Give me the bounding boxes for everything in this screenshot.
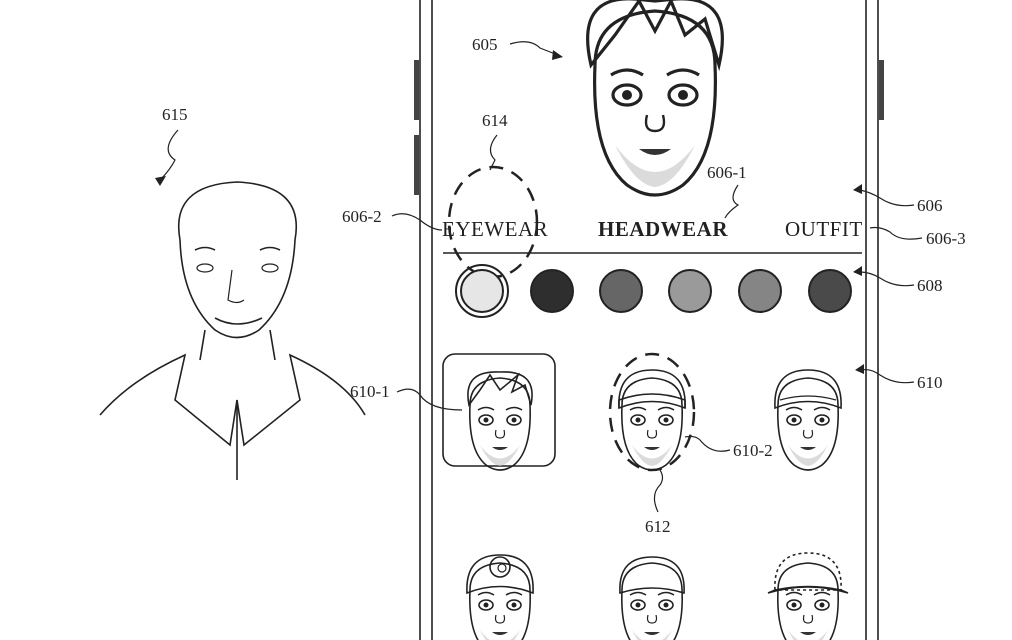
person-drawing <box>99 181 366 480</box>
label-606-1: 606-1 <box>707 163 747 182</box>
leader-line <box>859 271 915 287</box>
headwear-option-skullcap[interactable] <box>619 556 685 640</box>
label-610: 610 <box>917 373 943 392</box>
label-612: 612 <box>645 517 671 536</box>
tab-eyewear[interactable]: EYEWEAR <box>442 217 548 241</box>
leader-line <box>509 41 559 56</box>
label-606: 606 <box>917 196 943 215</box>
label-605: 605 <box>472 35 498 54</box>
leader-line <box>159 129 179 181</box>
color-swatch[interactable] <box>738 269 782 313</box>
leader-line <box>859 189 915 207</box>
leader-line <box>489 134 498 171</box>
leader-line <box>396 388 463 411</box>
arrow-icon <box>855 364 864 374</box>
color-swatch[interactable] <box>530 269 574 313</box>
label-608: 608 <box>917 276 943 295</box>
leader-line <box>684 435 731 452</box>
headwear-option-swirl[interactable] <box>466 554 534 640</box>
label-610-1: 610-1 <box>350 382 390 401</box>
label-615: 615 <box>162 105 188 124</box>
color-swatch[interactable] <box>599 269 643 313</box>
color-swatch[interactable] <box>668 269 712 313</box>
tab-outfit[interactable]: OUTFIT <box>785 217 863 241</box>
leader-line <box>653 469 664 513</box>
leader-line <box>724 184 740 219</box>
arrow-icon <box>552 50 563 60</box>
color-swatch[interactable] <box>808 269 852 313</box>
selected-option-box <box>442 353 556 467</box>
device-frame <box>414 0 884 640</box>
label-606-2: 606-2 <box>342 207 382 226</box>
avatar-preview[interactable] <box>586 0 724 197</box>
color-swatch-row <box>455 264 852 318</box>
label-610-2: 610-2 <box>733 441 773 460</box>
focus-indicator <box>608 352 696 472</box>
headwear-option-beanie[interactable] <box>618 369 686 471</box>
label-606-3: 606-3 <box>926 229 966 248</box>
leader-line <box>391 213 443 231</box>
headwear-option-cap[interactable] <box>774 369 842 471</box>
color-swatch[interactable] <box>460 269 504 313</box>
headwear-option-baseball-cap[interactable] <box>767 552 849 640</box>
tab-headwear[interactable]: HEADWEAR <box>598 217 728 241</box>
leader-line <box>869 226 923 240</box>
label-614: 614 <box>482 111 508 130</box>
selected-swatch-ring <box>455 264 509 318</box>
arrow-icon <box>853 266 862 276</box>
arrow-icon <box>155 176 166 186</box>
leader-line <box>861 368 915 384</box>
headwear-option-none[interactable] <box>467 371 533 471</box>
arrow-icon <box>853 184 862 194</box>
